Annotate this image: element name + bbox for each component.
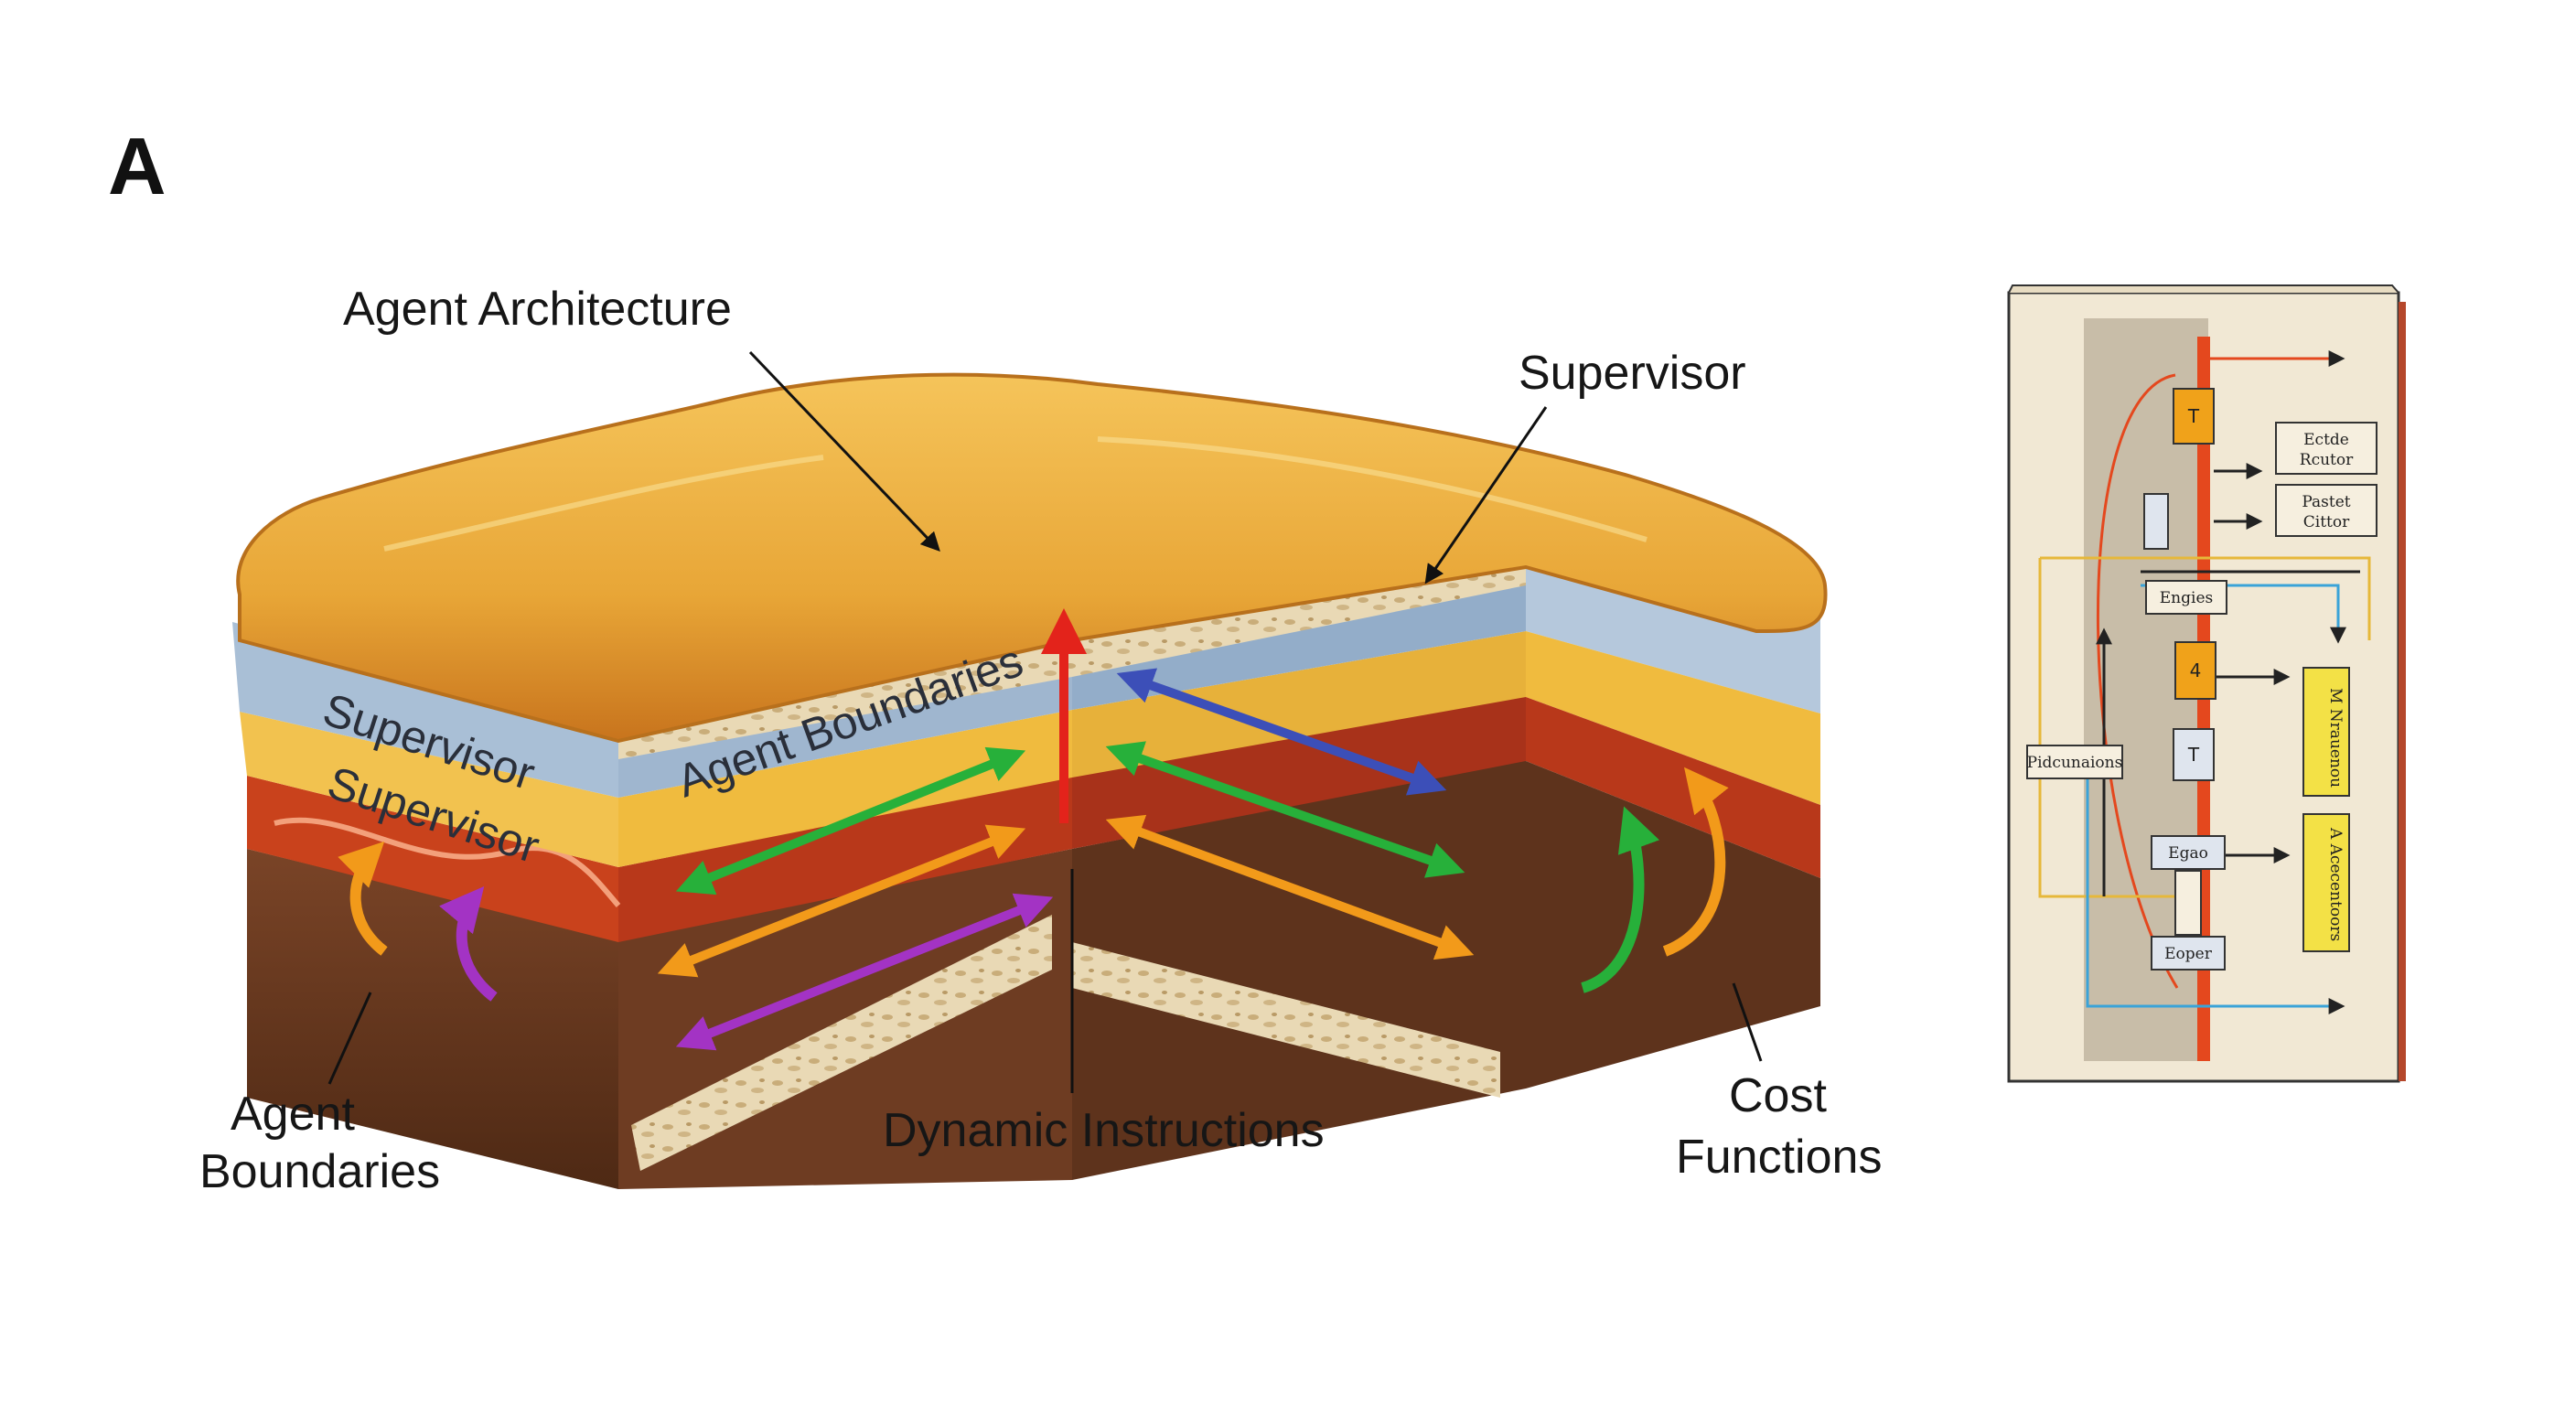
- callout-cost-functions-line1: Cost: [1729, 1069, 1827, 1122]
- callout-dynamic-instructions: Dynamic Instructions: [883, 1104, 1325, 1157]
- box-4-orange: [2174, 641, 2216, 700]
- box-connector: [2174, 870, 2202, 936]
- box-engies-label: Engies: [2160, 589, 2213, 607]
- purple-double-arrow: [675, 893, 1054, 1051]
- box-t-grey-label: T: [2187, 744, 2200, 766]
- yellow-box-2-label: A Acecentoors: [2326, 827, 2345, 941]
- blue-layer-left-face: [232, 622, 618, 798]
- blue-layer-right-side: [1526, 549, 1820, 713]
- box-engies: [2145, 580, 2227, 615]
- box-t-orange: [2173, 388, 2215, 445]
- green-curved-arrow-right: [1581, 806, 1660, 993]
- callout-agent-boundaries-line1: Agent: [231, 1088, 355, 1141]
- note-box-2: [2275, 484, 2377, 537]
- crumb-strip-right: [1072, 942, 1500, 1098]
- box-4-label: 4: [2190, 660, 2202, 681]
- callout-agent-architecture: Agent Architecture: [343, 283, 732, 336]
- box-t-grey: [2173, 728, 2215, 781]
- note-box-1-line2: Rcutor: [2300, 451, 2354, 469]
- leader-cost-functions: [1732, 982, 1763, 1062]
- orange-curved-arrow-right: [1662, 767, 1729, 957]
- flow-yellow-down: [2038, 558, 2195, 898]
- callout-cost-functions-line2: Functions: [1676, 1131, 1882, 1184]
- orange-double-arrow-right: [1105, 814, 1475, 960]
- note-box-2-line1: Pastet: [2302, 493, 2350, 511]
- crust-highlight: [383, 436, 1648, 552]
- note-box-1-line1: Ectde: [2303, 431, 2349, 449]
- brown-layer-right-side: [1526, 761, 1820, 1089]
- golden-crust-top: [236, 372, 1828, 744]
- layer-flow-arrows: [338, 608, 1729, 1051]
- yellow-layer-right-side: [1526, 631, 1820, 805]
- yellow-layer-left-face: [240, 712, 618, 867]
- note-box-2-line2: Cittor: [2303, 513, 2350, 531]
- note-box-1: [2275, 422, 2377, 475]
- book-spine-edge: [2399, 302, 2406, 1081]
- box-small-grey: [2143, 493, 2169, 550]
- box-pidcunaions-label: Pidcunaions: [2027, 754, 2123, 772]
- callout-agent-boundaries-line2: Boundaries: [199, 1145, 440, 1198]
- brown-layer-left-face: [247, 849, 618, 1189]
- box-eoper-label: Eoper: [2164, 945, 2213, 963]
- box-pidcunaions: [2026, 745, 2123, 779]
- box-eoper: [2151, 936, 2226, 971]
- red-layer-left-face: [247, 776, 618, 942]
- yellow-box-1-label: M Nrauenou: [2326, 688, 2345, 788]
- red-layer-right-side: [1526, 697, 1820, 878]
- leader-agent-boundaries: [327, 992, 372, 1085]
- leader-agent-architecture: [748, 350, 940, 552]
- leader-supervisor: [1424, 406, 1548, 585]
- book-diagram: T Ectde Rcutor Pastet Cittor Engies 4 T …: [2007, 284, 2406, 1083]
- callout-supervisor: Supervisor: [1519, 347, 1746, 400]
- purple-curved-arrow-left: [439, 885, 498, 1002]
- yellow-box-2: [2302, 813, 2350, 952]
- flow-red-curve: [2096, 373, 2179, 989]
- box-t-orange-label: T: [2187, 405, 2200, 427]
- box-egao: [2151, 835, 2226, 870]
- flow-yellow-loop: [2040, 556, 2371, 640]
- box-egao-label: Egao: [2168, 844, 2208, 863]
- callouts: Agent Architecture Supervisor Agent Boun…: [199, 283, 1882, 1198]
- panel-letter: A: [108, 121, 166, 211]
- flow-blue-bottom: [2086, 778, 2345, 1014]
- red-layer-glaze: [274, 817, 621, 907]
- book-top-edge: [2008, 284, 2399, 294]
- orange-curved-arrow-left: [338, 841, 388, 956]
- yellow-box-1: [2302, 667, 2350, 797]
